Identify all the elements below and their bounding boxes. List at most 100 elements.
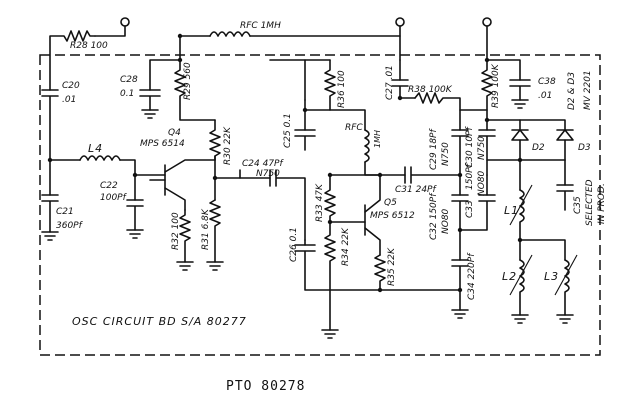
figure-caption: PTO 80278	[226, 379, 305, 394]
transistor-q4	[149, 159, 216, 211]
resistor-r35	[374, 254, 386, 291]
capacitor-c34	[451, 259, 469, 291]
resistor-r38	[414, 92, 461, 131]
resistor-r28	[49, 30, 96, 91]
terminal-left[interactable]	[120, 17, 130, 27]
ground-c28	[141, 109, 159, 119]
ground-l2	[511, 314, 529, 324]
board-outline	[39, 54, 601, 356]
label-c30: C30 10Pf	[465, 126, 475, 168]
label-q5-type: MPS 6512	[370, 211, 415, 221]
note-in-prod: IN PROD.	[597, 183, 607, 224]
label-d2: D2	[532, 143, 545, 153]
label-c33-value: 150Pf	[465, 162, 475, 190]
ground-c21	[41, 231, 59, 241]
label-c33: C33	[465, 200, 475, 218]
inductor-l4	[79, 155, 121, 161]
label-c34: C34 220Pf	[467, 252, 477, 300]
label-q5: Q5	[384, 198, 397, 208]
label-c38-value: .01	[538, 91, 552, 101]
label-c24-type: N750	[256, 169, 280, 179]
label-c20: C20	[62, 81, 80, 91]
resistor-r34	[324, 221, 336, 331]
label-c28: C28	[120, 75, 138, 85]
resistor-r33	[324, 174, 336, 223]
capacitor-c35	[556, 184, 574, 211]
resistor-r39	[481, 59, 493, 121]
diode-d3	[556, 129, 574, 161]
label-c32: C32 150Pf	[429, 192, 439, 240]
capacitor-c33	[459, 194, 496, 231]
ground-c34	[451, 309, 469, 319]
label-r32: R32 100	[171, 212, 181, 250]
label-r35: R35 22K	[387, 247, 397, 286]
capacitor-c24	[269, 169, 306, 241]
label-r28: R28 100	[70, 41, 108, 51]
label-c29-type: N750	[441, 142, 451, 166]
inductor-rfc-top	[209, 31, 251, 37]
label-c35: C35	[573, 196, 583, 214]
inductor-l3	[564, 259, 570, 316]
terminal-right[interactable]	[482, 17, 492, 27]
label-l3: L3	[544, 270, 559, 283]
ground-r31	[206, 261, 224, 271]
ground-r32	[176, 261, 194, 271]
resistor-r31	[209, 199, 221, 263]
label-rfc-mid: RFC	[345, 123, 363, 133]
resistor-r36	[304, 59, 336, 111]
board-label: OSC CIRCUIT BD S/A 80277	[72, 315, 247, 328]
label-c27: C27 .01	[385, 65, 395, 100]
ground-c22	[126, 229, 144, 239]
label-c25: C25 0.1	[283, 113, 293, 148]
label-r39: R39 100K	[491, 63, 501, 108]
capacitor-c29	[451, 129, 469, 176]
label-r31: R31 6.8K	[201, 208, 211, 250]
capacitor-c28	[139, 89, 161, 111]
inductor-l2	[519, 259, 525, 316]
label-c33-type: NO80	[477, 170, 487, 196]
resistor-r30	[209, 119, 221, 179]
ground-l3	[556, 314, 574, 324]
label-l1: L1	[504, 204, 519, 217]
label-c24: C24 47Pf	[242, 159, 284, 169]
label-c22: C22	[100, 181, 118, 191]
label-r38: R38 100K	[408, 85, 453, 95]
capacitor-c30	[478, 129, 496, 176]
label-c32-type: NO80	[441, 208, 451, 234]
terminal-middle[interactable]	[395, 17, 405, 27]
label-c22-value: 100Pf	[100, 193, 128, 203]
label-d3: D3	[578, 143, 591, 153]
label-rfc-mid-value: 1MH	[373, 130, 382, 148]
inductor-l1	[519, 189, 525, 241]
label-c28-value: 0.1	[120, 89, 134, 99]
resistor-r32	[179, 209, 191, 263]
label-c21-value: 360Pf	[56, 221, 84, 231]
label-l4: L4	[88, 142, 103, 155]
label-mv2201: MV 2201	[583, 70, 593, 110]
ground-main	[321, 329, 339, 339]
ground-c38	[511, 99, 529, 109]
label-l2: L2	[502, 270, 517, 283]
transistor-q5	[329, 174, 381, 256]
capacitor-c22	[126, 199, 144, 231]
label-r34: R34 22K	[341, 227, 351, 266]
capacitor-c25	[294, 129, 316, 151]
capacitor-c20	[41, 89, 59, 161]
label-r30: R30 22K	[223, 126, 233, 165]
label-r29: R29 560	[183, 62, 193, 100]
label-c38: C38	[538, 77, 556, 87]
label-c30-type: N750	[477, 136, 487, 160]
inductor-rfc-mid	[364, 129, 370, 163]
label-r33: R33 47K	[315, 183, 325, 222]
capacitor-c31	[404, 166, 461, 184]
resistor-r29	[174, 59, 216, 121]
capacitor-c26	[294, 244, 461, 291]
label-c20-value: .01	[62, 95, 76, 105]
label-c21: C21	[56, 207, 74, 217]
label-rfc-top: RFC 1MH	[240, 21, 281, 31]
label-d2d3: D2 & D3	[567, 72, 577, 110]
label-q4: Q4	[168, 128, 181, 138]
capacitor-c21	[41, 194, 59, 233]
note-selected: SELECTED	[585, 179, 595, 226]
